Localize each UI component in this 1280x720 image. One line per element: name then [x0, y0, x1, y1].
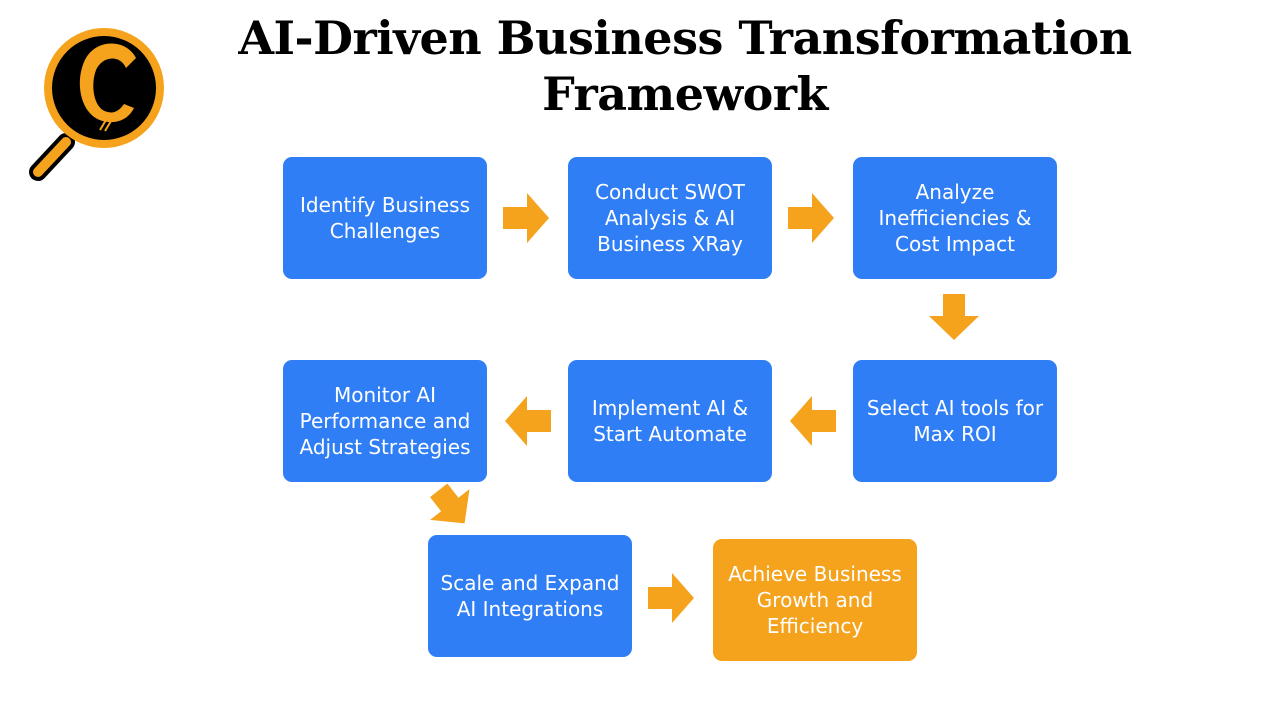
arrow-right-icon	[503, 193, 549, 243]
step-box-swot-analysis: Conduct SWOT Analysis & AI Business XRay	[568, 157, 772, 279]
step-label: Analyze Inefficiencies & Cost Impact	[878, 180, 1032, 256]
step-label: Implement AI & Start Automate	[591, 396, 749, 446]
step-label: Monitor AI Performance and Adjust Strate…	[299, 383, 471, 459]
arrow-right-icon	[648, 573, 694, 623]
step-box-monitor-ai: Monitor AI Performance and Adjust Strate…	[283, 360, 487, 482]
step-label: Scale and Expand AI Integrations	[440, 571, 620, 621]
step-label: Conduct SWOT Analysis & AI Business XRay	[595, 180, 745, 256]
step-box-analyze-inefficiencies: Analyze Inefficiencies & Cost Impact	[853, 157, 1057, 279]
arrow-down-right-icon	[430, 484, 470, 524]
step-label: Achieve Business Growth and Efficiency	[728, 562, 902, 638]
arrow-right-icon	[788, 193, 834, 243]
page-title: AI-Driven Business Transformation Framew…	[200, 10, 1170, 122]
arrow-left-icon	[790, 396, 836, 446]
step-box-scale-expand: Scale and Expand AI Integrations	[428, 535, 632, 657]
step-label: Select AI tools for Max ROI	[866, 396, 1044, 446]
step-box-implement-ai: Implement AI & Start Automate	[568, 360, 772, 482]
page-title-line-1: AI-Driven Business Transformation	[238, 11, 1132, 65]
step-box-select-ai-tools: Select AI tools for Max ROI	[853, 360, 1057, 482]
page-title-line-2: Framework	[542, 67, 828, 121]
step-label: Identify Business Challenges	[299, 193, 471, 243]
magnifier-c-logo	[29, 28, 164, 181]
arrow-left-icon	[505, 396, 551, 446]
step-box-achieve-growth: Achieve Business Growth and Efficiency	[713, 539, 917, 661]
arrow-down-icon	[929, 294, 979, 340]
step-box-identify-challenges: Identify Business Challenges	[283, 157, 487, 279]
